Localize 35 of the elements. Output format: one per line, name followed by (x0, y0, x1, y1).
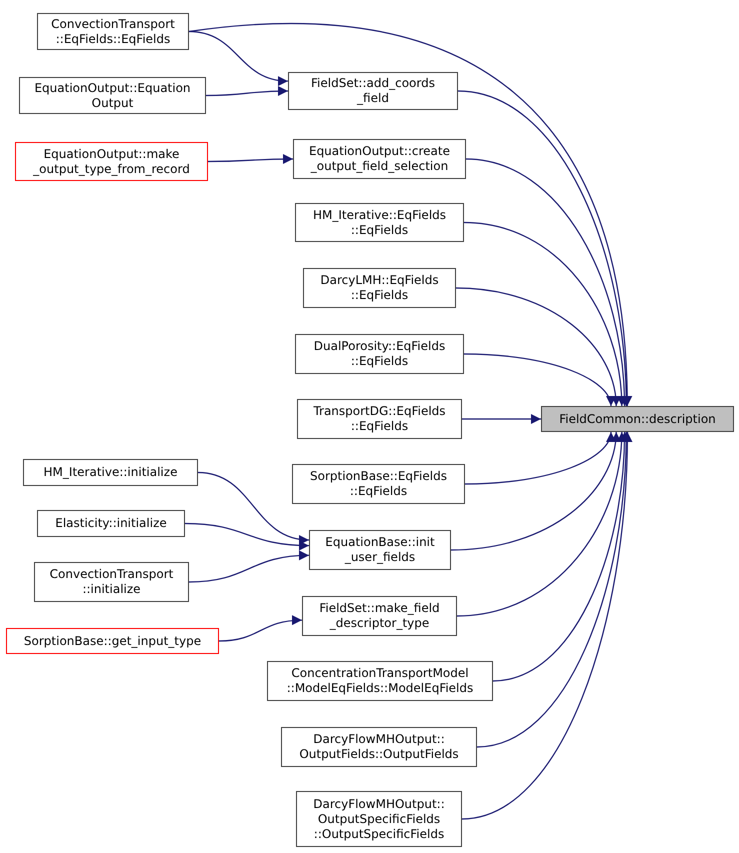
function-box: DualPorosity::EqFields ::EqFields (295, 334, 464, 374)
function-box: DarcyFlowMHOutput:: OutputSpecificFields ::OutputSpecificFields (296, 791, 462, 847)
function-box: EquationOutput::make _output_type_from_record (15, 142, 208, 181)
arrow (188, 550, 310, 583)
function-box: ConcentrationTransportModel ::ModelEqFields::ModelEqFields (267, 661, 493, 701)
function-box: ConvectionTransport ::EqFields::EqFields (37, 13, 189, 50)
function-box: EquationOutput::create _output_field_selection (293, 139, 466, 179)
arrow (198, 472, 310, 544)
arrow (206, 86, 288, 96)
arrow (188, 24, 632, 406)
function-box: DarcyLMH::EqFields ::EqFields (303, 268, 456, 308)
function-box: DarcyFlowMHOutput:: OutputFields::OutputFields (281, 727, 477, 767)
arrow (464, 222, 626, 406)
function-box: HM_Iterative::EqFields ::EqFields (295, 203, 464, 242)
arrow (208, 154, 293, 164)
function-box: FieldSet::make_field _descriptor_type (302, 596, 457, 636)
function-box: FieldSet::add_coords _field (288, 72, 458, 110)
arrow (464, 432, 614, 485)
arrow (462, 432, 632, 820)
arrow (464, 353, 614, 406)
function-box: EquationOutput::Equation Output (19, 77, 206, 114)
function-box: HM_Iterative::initialize (23, 459, 198, 486)
arrow (218, 616, 302, 642)
arrow (456, 287, 620, 406)
arrow (462, 414, 541, 424)
function-box: EquationBase::init _user_fields (309, 530, 451, 570)
arrow (184, 522, 310, 550)
function-box: SorptionBase::EqFields ::EqFields (292, 464, 465, 504)
function-box: SorptionBase::get_input_type (6, 628, 219, 654)
function-box: Elasticity::initialize (37, 510, 185, 537)
function-box: FieldCommon::description (541, 406, 734, 432)
arrow (450, 432, 620, 551)
arrow (188, 30, 288, 86)
function-box: ConvectionTransport ::initialize (34, 562, 189, 602)
function-box: TransportDG::EqFields ::EqFields (297, 399, 462, 439)
